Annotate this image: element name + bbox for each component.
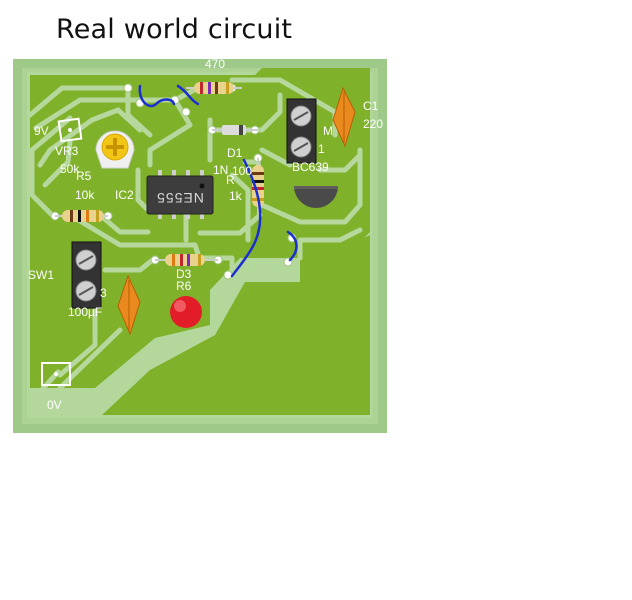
terminal-9v: [57, 117, 83, 143]
diagram-title: Real world circuit: [56, 14, 293, 45]
label-bc639: BC639: [292, 160, 329, 174]
label-r6: R6: [176, 279, 192, 293]
label-sw1: SW1: [28, 268, 54, 282]
label-100: 100: [232, 164, 252, 178]
resistor-r1-1k: [252, 158, 264, 215]
terminal-block-motor: [286, 98, 317, 164]
label-r5: R5: [76, 169, 92, 183]
label-1n: 1N: [213, 163, 228, 177]
label-vr3: VR3: [55, 144, 79, 158]
label-c1: C1: [363, 99, 379, 113]
label-470: 470: [205, 57, 225, 71]
label-10k: 10k: [75, 188, 95, 202]
label-1k: 1k: [229, 189, 243, 203]
label-9v: 9V: [34, 124, 49, 138]
label-r1: R: [226, 173, 235, 187]
label-1: 1: [318, 142, 325, 156]
transistor-bc639: [294, 186, 338, 208]
led-red: [170, 296, 202, 328]
label-ic2: IC2: [115, 188, 134, 202]
capacitor-100uf: [117, 274, 141, 336]
diode-d1: [212, 125, 258, 135]
terminal-0v: [41, 362, 71, 386]
label-m: M: [323, 124, 333, 138]
label-0v: 0V: [47, 398, 62, 412]
jumper-wires: [138, 84, 298, 278]
resistor-470: [186, 82, 242, 94]
resistor-r6: [155, 254, 218, 266]
chip-label: NE555: [156, 190, 204, 206]
potentiometer-vr3: [95, 130, 135, 169]
label-3: 3: [100, 286, 107, 300]
label-d3: D3: [176, 267, 192, 281]
ic-ne555-chip: [146, 170, 214, 219]
label-50k: 50k: [60, 162, 80, 176]
label-220: 220: [363, 117, 383, 131]
resistor-r5-10k: [55, 210, 108, 222]
capacitor-c1: [332, 86, 356, 148]
terminal-block-sw1: [71, 241, 102, 309]
label-d1: D1: [227, 146, 243, 160]
label-100uf: 100µF: [68, 305, 102, 319]
